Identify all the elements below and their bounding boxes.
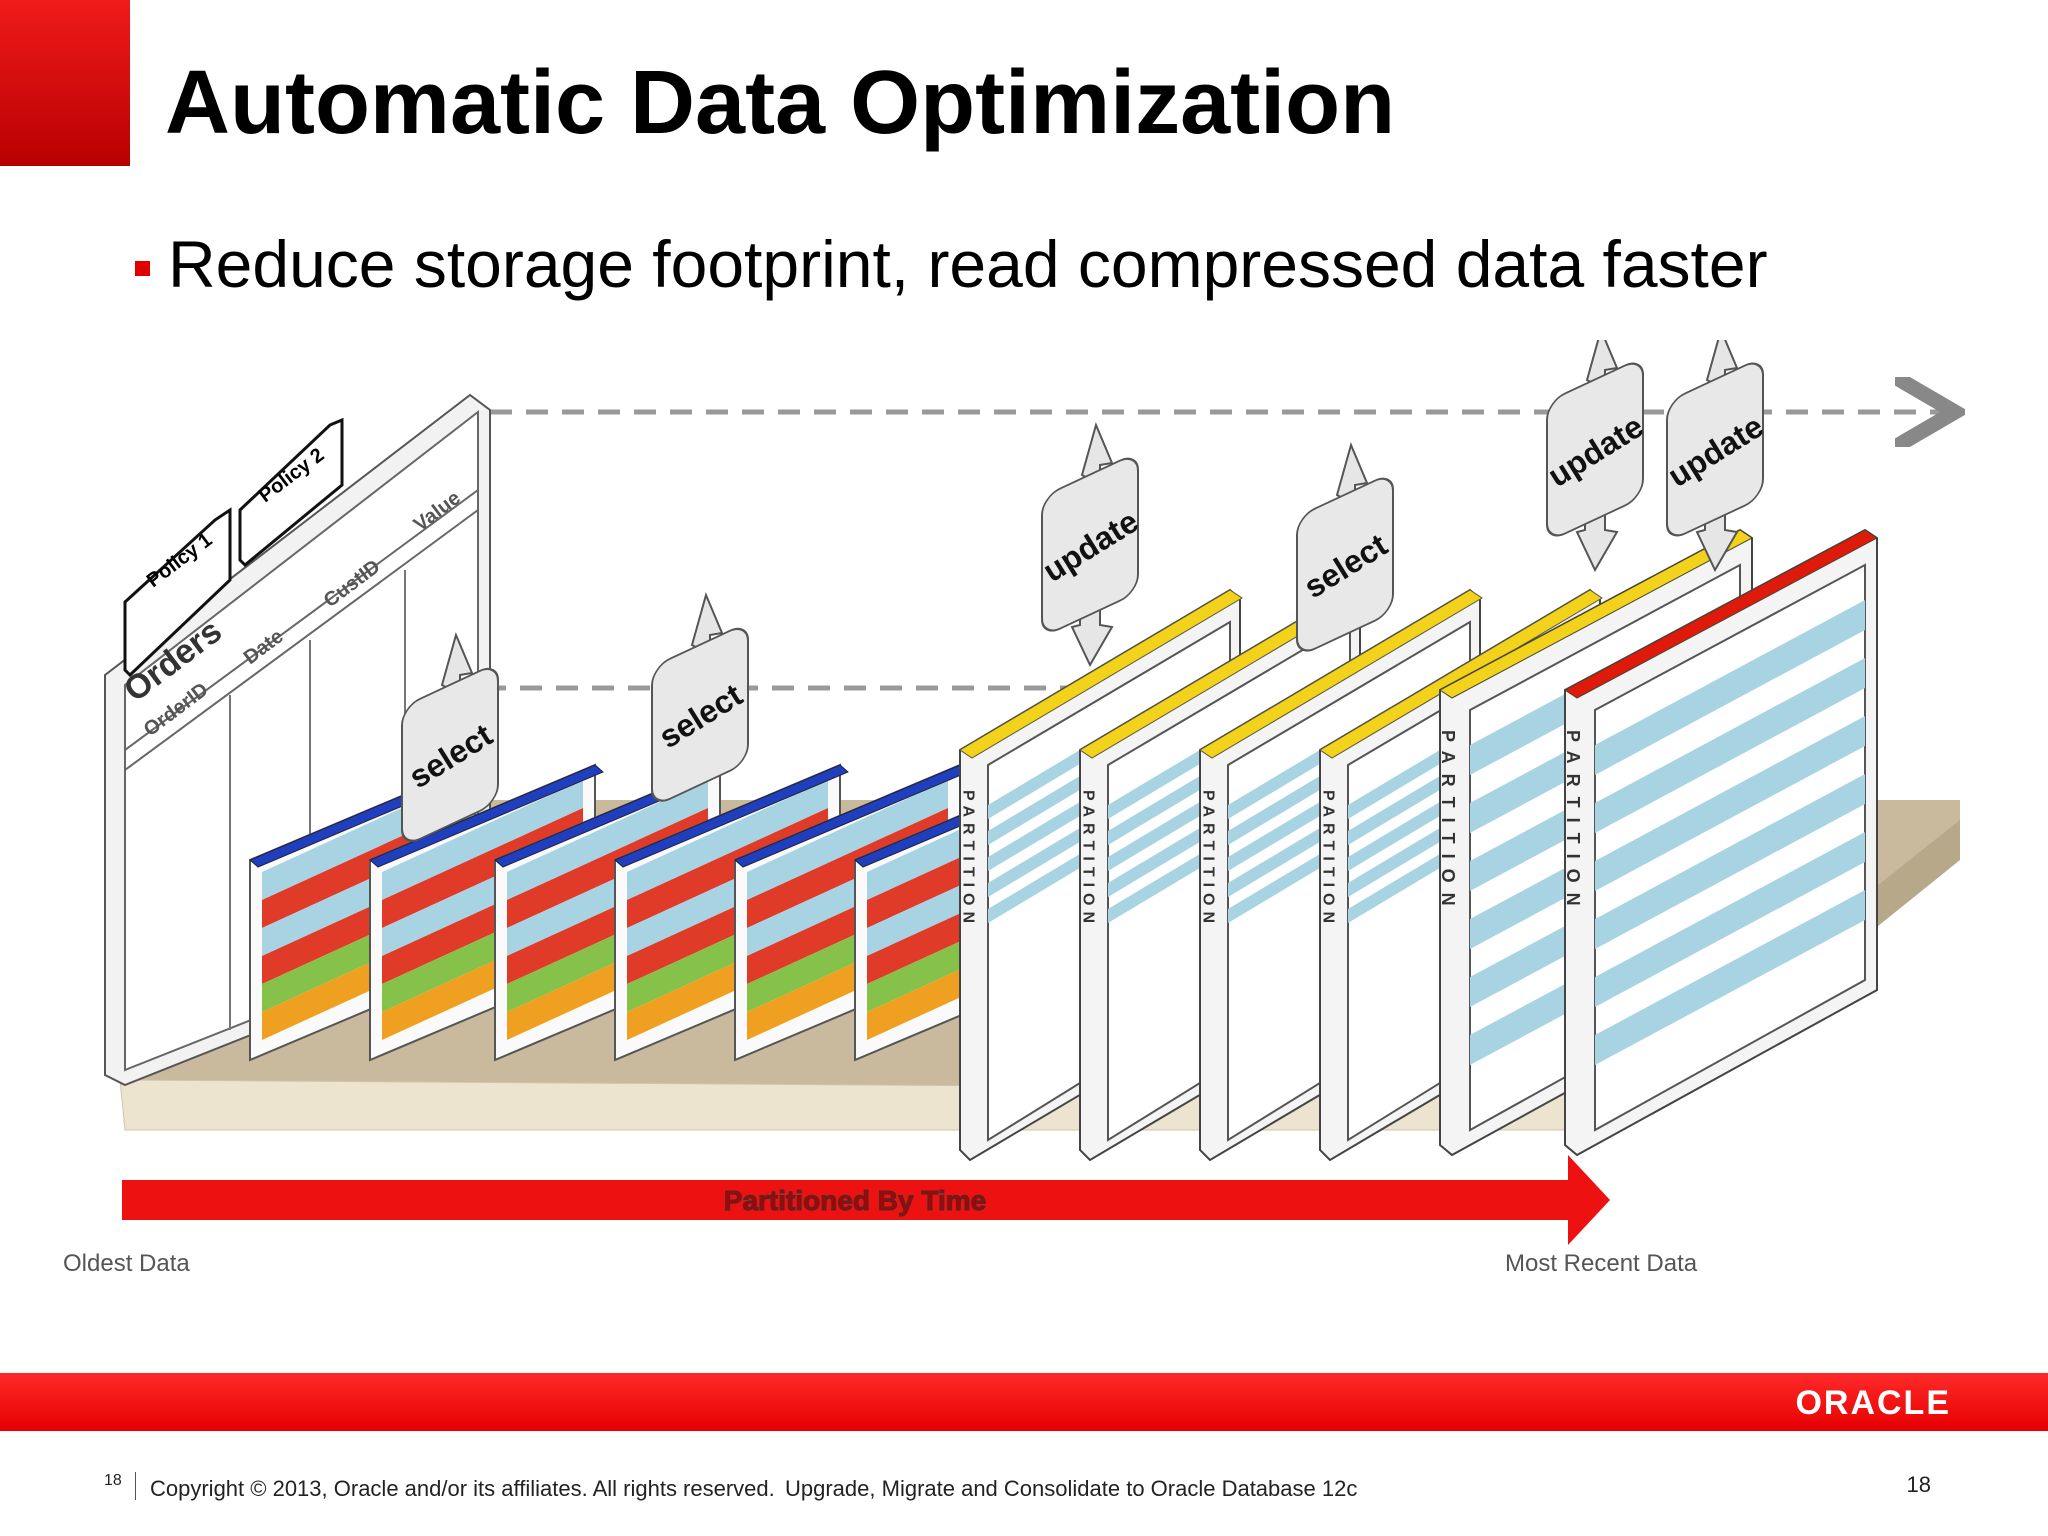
time-arrow-label: Partitioned By Time xyxy=(724,1185,986,1216)
partition-label: PARTITION xyxy=(1563,730,1583,916)
partition-label: PARTITION xyxy=(1200,790,1217,929)
page-number: 18 xyxy=(1906,1472,1931,1497)
action-bubble: select xyxy=(401,631,499,842)
corner-accent-block xyxy=(0,0,130,166)
action-bubble: update xyxy=(1542,340,1650,573)
bullet-marker xyxy=(135,260,150,276)
page-title: Automatic Data Optimization xyxy=(165,53,1396,153)
footer-bar xyxy=(0,1373,2048,1431)
partition-label: PARTITION xyxy=(1080,790,1097,929)
footer-copyright: Copyright © 2013, Oracle and/or its affi… xyxy=(150,1476,775,1501)
footer-separator xyxy=(135,1472,136,1500)
footer-subtitle: Upgrade, Migrate and Consolidate to Orac… xyxy=(785,1476,1358,1501)
oldest-data-label: Oldest Data xyxy=(63,1250,190,1277)
partition-label: PARTITION xyxy=(960,790,977,929)
action-bubble: select xyxy=(651,591,749,802)
partition-diagram: Orders OrderID Date CustID Value Policy … xyxy=(104,340,2048,1245)
action-bubble: update xyxy=(1662,340,1770,573)
time-arrow: Partitioned By Time xyxy=(122,1155,1610,1245)
footer-page-number-left: 18 xyxy=(104,1472,122,1489)
bullet-text: Reduce storage footprint, read compresse… xyxy=(168,227,1768,301)
action-bubble: update xyxy=(1037,421,1145,668)
partition-label: PARTITION xyxy=(1438,730,1458,916)
hot-partition: PARTITION xyxy=(1563,528,1878,1157)
most-recent-data-label: Most Recent Data xyxy=(1505,1250,1698,1277)
partition-label: PARTITION xyxy=(1320,790,1337,929)
oracle-logo: ORACLE xyxy=(1795,1384,1951,1422)
partitions-group: PARTITION PARTITION PARTITION PARTITION PART… xyxy=(249,528,1878,1162)
action-bubble: select xyxy=(1296,441,1394,652)
bullet-item: Reduce storage footprint, read compresse… xyxy=(135,226,1768,302)
